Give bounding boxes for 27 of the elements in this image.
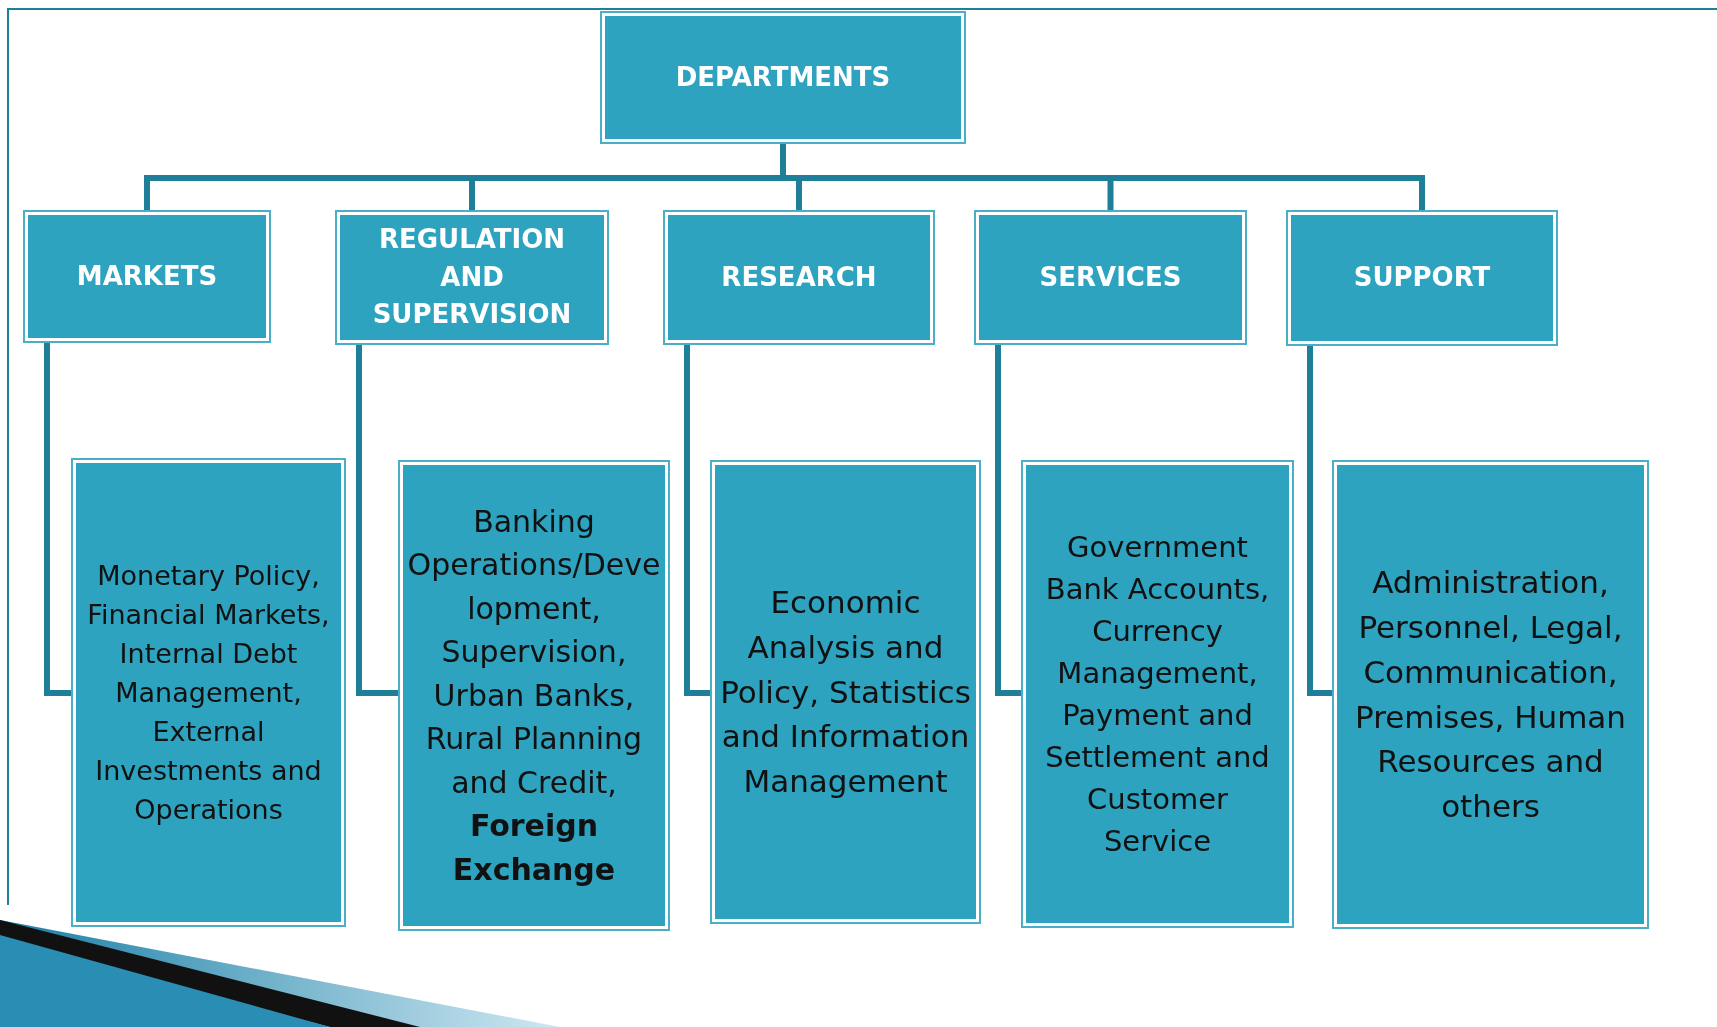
department-box	[976, 212, 1245, 343]
function-list: Administration, Personnel, Legal, Communication, Premises, Human Resources and others	[1341, 559, 1640, 830]
function-box	[73, 460, 344, 925]
function-box	[712, 462, 979, 922]
connector-line	[356, 343, 400, 696]
function-box	[1023, 462, 1292, 926]
department-name: REGULATION AND SUPERVISION	[371, 222, 573, 332]
department-box	[337, 212, 607, 343]
connector-line	[1307, 344, 1334, 696]
department-box	[665, 212, 933, 343]
department-box	[602, 13, 964, 142]
department-name: SUPPORT	[1353, 261, 1491, 295]
department-name: DEPARTMENTS	[675, 60, 891, 94]
department-name: MARKETS	[76, 259, 218, 293]
department-box	[1288, 212, 1556, 344]
function-box	[400, 462, 668, 929]
connector-line	[995, 343, 1023, 696]
function-list: Government Bank Accounts, Currency Management, Payment and Settlement and Customer Service	[1030, 525, 1285, 863]
function-list: Banking Operations/Development, Supervision, Urban Banks, Rural Planning and Credit, Foreign Exchange	[407, 499, 661, 892]
function-box	[1334, 462, 1647, 927]
function-list: Economic Analysis and Policy, Statistics and Information Management	[719, 579, 972, 805]
department-name: RESEARCH	[721, 260, 877, 294]
department-name: SERVICES	[1039, 260, 1182, 294]
function-list: Monetary Policy, Financial Markets, Internal Debt Management, External Investments and Operations	[80, 555, 337, 830]
department-box	[25, 212, 269, 341]
connector-line	[684, 343, 712, 696]
connector-line	[44, 341, 73, 696]
